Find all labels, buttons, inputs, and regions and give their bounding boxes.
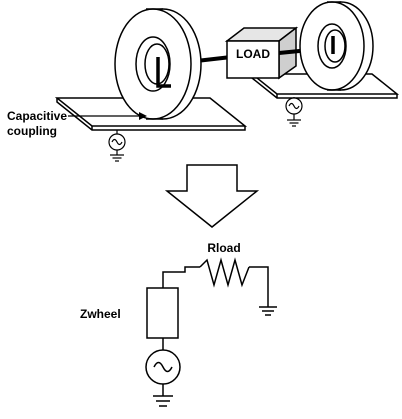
zwheel-label: Zwheel	[80, 307, 121, 321]
circuit-right-ground-icon	[259, 306, 277, 316]
physical-setup	[54, 1, 400, 162]
right-ground-icon	[287, 119, 301, 127]
right-ac-source-icon	[285, 97, 303, 120]
rload-label: Rload	[207, 241, 240, 255]
down-arrow-icon	[164, 164, 260, 228]
equivalent-circuit	[145, 257, 277, 407]
capacitive-label-line1: Capacitive	[7, 109, 67, 123]
right-wheel	[299, 1, 374, 91]
resistor-icon	[199, 257, 250, 288]
circuit-wire-top	[162, 266, 200, 288]
capacitive-label-line2: coupling	[7, 124, 57, 138]
circuit-wire-right	[249, 266, 269, 307]
capacitive-pointer-arrowhead	[139, 112, 147, 120]
circuit-ac-source-icon	[145, 349, 181, 385]
circuit-bottom-ground-icon	[153, 395, 173, 407]
left-ground-icon	[110, 154, 124, 162]
left-ac-source-icon	[108, 130, 126, 155]
impedance-box-icon	[146, 287, 179, 339]
load-label: LOAD	[236, 47, 270, 61]
left-wheel	[114, 8, 202, 120]
